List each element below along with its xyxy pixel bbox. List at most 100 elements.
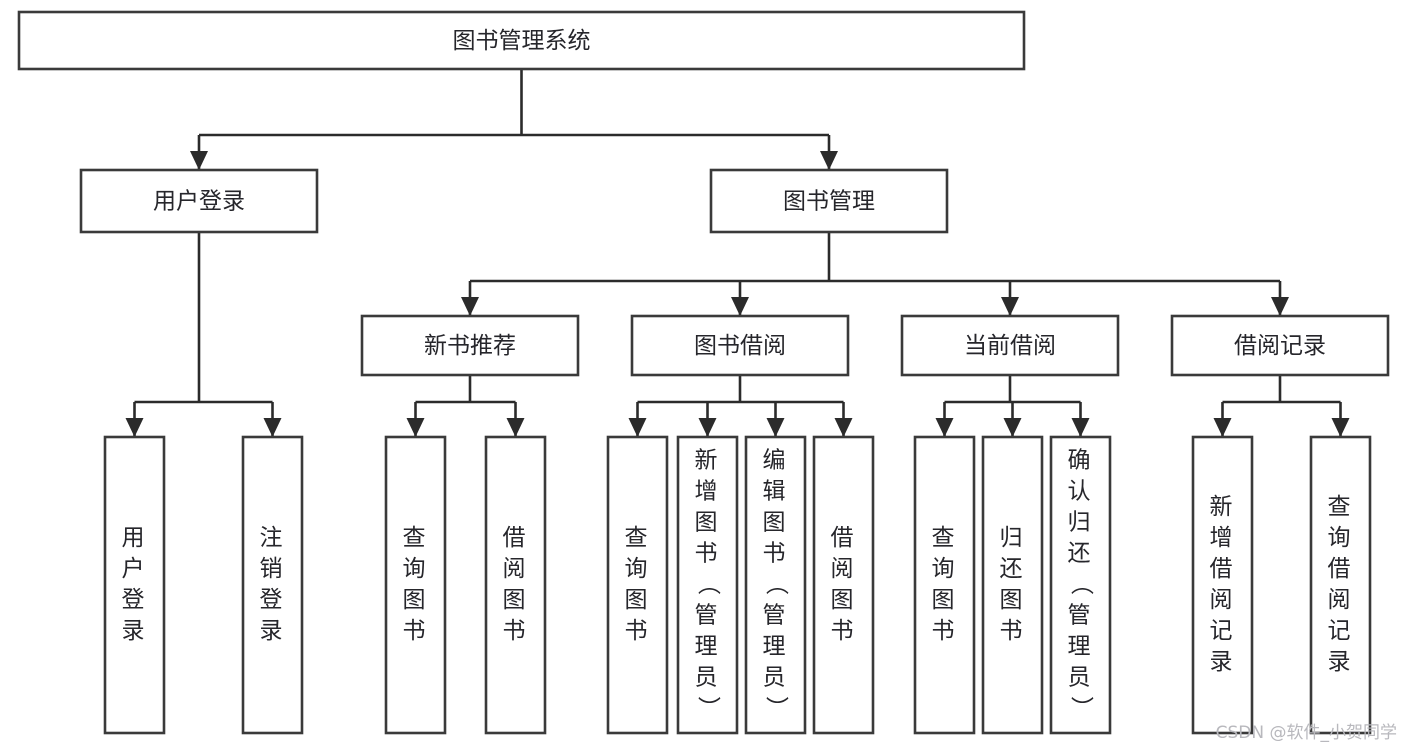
arrow-head-icon xyxy=(628,418,647,437)
node-borrow-records[interactable]: 借阅记录 xyxy=(1170,314,1390,377)
svg-text:编: 编 xyxy=(763,448,789,474)
svg-text:书: 书 xyxy=(763,541,789,567)
edge-group-book-management xyxy=(461,232,1289,316)
node-borrow-records-box xyxy=(1170,314,1390,377)
node-leaf-edit-book-box xyxy=(744,435,807,735)
svg-text:还: 还 xyxy=(1068,541,1094,567)
svg-text:书: 书 xyxy=(1000,618,1026,644)
svg-text:录: 录 xyxy=(260,618,286,644)
svg-text:辑: 辑 xyxy=(763,479,789,505)
svg-text:询: 询 xyxy=(932,556,958,582)
svg-text:管: 管 xyxy=(763,603,789,629)
svg-text:（: （ xyxy=(1068,572,1094,598)
svg-text:理: 理 xyxy=(763,634,789,660)
node-book-management[interactable]: 图书管理 xyxy=(709,168,949,234)
svg-text:（: （ xyxy=(763,572,789,598)
node-current-borrow[interactable]: 当前借阅 xyxy=(900,314,1120,377)
svg-text:确: 确 xyxy=(1068,448,1094,474)
svg-text:理: 理 xyxy=(1068,634,1094,660)
svg-text:注: 注 xyxy=(260,525,286,551)
svg-text:增: 增 xyxy=(695,479,721,505)
arrow-head-icon xyxy=(935,418,954,437)
svg-text:图: 图 xyxy=(695,510,721,536)
svg-text:查: 查 xyxy=(932,525,958,551)
svg-text:图: 图 xyxy=(625,587,651,613)
arrow-head-icon xyxy=(1001,297,1019,316)
svg-text:管: 管 xyxy=(695,603,721,629)
node-leaf-query-borrow-record-box xyxy=(1309,435,1372,735)
svg-text:员: 员 xyxy=(763,665,789,691)
node-new-book-recommend-box xyxy=(360,314,580,377)
node-root[interactable]: 图书管理系统 xyxy=(17,10,1026,71)
node-leaf-return-book-box xyxy=(981,435,1044,735)
svg-text:书: 书 xyxy=(695,541,721,567)
svg-text:记: 记 xyxy=(1210,618,1236,644)
svg-text:（: （ xyxy=(695,572,721,598)
node-book-borrow-box xyxy=(630,314,850,377)
arrow-head-icon xyxy=(190,151,208,170)
node-book-borrow[interactable]: 图书借阅 xyxy=(630,314,850,377)
node-new-book-recommend-label: 新书推荐 xyxy=(424,333,516,359)
node-borrow-records-label: 借阅记录 xyxy=(1234,333,1326,359)
arrow-head-icon xyxy=(406,418,425,437)
edge-group-current-borrow xyxy=(935,375,1090,437)
node-leaf-add-book-box xyxy=(676,435,739,735)
svg-text:图: 图 xyxy=(763,510,789,536)
node-new-book-recommend[interactable]: 新书推荐 xyxy=(360,314,580,377)
svg-text:借: 借 xyxy=(1328,556,1354,582)
node-leaf-borrow-book-box xyxy=(812,435,875,735)
node-current-borrow-label: 当前借阅 xyxy=(964,333,1056,359)
svg-text:阅: 阅 xyxy=(1328,587,1354,613)
svg-text:借: 借 xyxy=(831,525,857,551)
arrow-head-icon xyxy=(1003,418,1022,437)
edge-group-user-login xyxy=(125,232,282,437)
svg-text:图: 图 xyxy=(403,587,429,613)
edge-group-root xyxy=(190,69,838,170)
arrow-head-icon xyxy=(834,418,853,437)
svg-text:新: 新 xyxy=(695,448,721,474)
node-leaf-user-login[interactable]: 用户登录 xyxy=(103,435,166,735)
svg-text:记: 记 xyxy=(1328,618,1354,644)
arrow-head-icon xyxy=(461,297,479,316)
svg-text:销: 销 xyxy=(260,556,286,582)
node-leaf-borrow-book-recommend-box xyxy=(484,435,547,735)
svg-text:书: 书 xyxy=(932,618,958,644)
svg-text:阅: 阅 xyxy=(831,556,857,582)
edges-layer xyxy=(125,69,1350,437)
node-user-login-label: 用户登录 xyxy=(153,189,245,215)
svg-text:询: 询 xyxy=(1328,525,1354,551)
node-leaf-query-book-recommend-box xyxy=(384,435,447,735)
arrow-head-icon xyxy=(1071,418,1090,437)
svg-text:查: 查 xyxy=(625,525,651,551)
node-user-login-box xyxy=(79,168,319,234)
svg-text:归: 归 xyxy=(1000,525,1026,551)
svg-text:图: 图 xyxy=(1000,587,1026,613)
edge-group-book-borrow xyxy=(628,375,853,437)
svg-text:）: ） xyxy=(1068,696,1094,722)
svg-text:阅: 阅 xyxy=(503,556,529,582)
svg-text:归: 归 xyxy=(1068,510,1094,536)
node-user-login[interactable]: 用户登录 xyxy=(79,168,319,234)
svg-text:书: 书 xyxy=(831,618,857,644)
svg-text:户: 户 xyxy=(122,556,148,582)
